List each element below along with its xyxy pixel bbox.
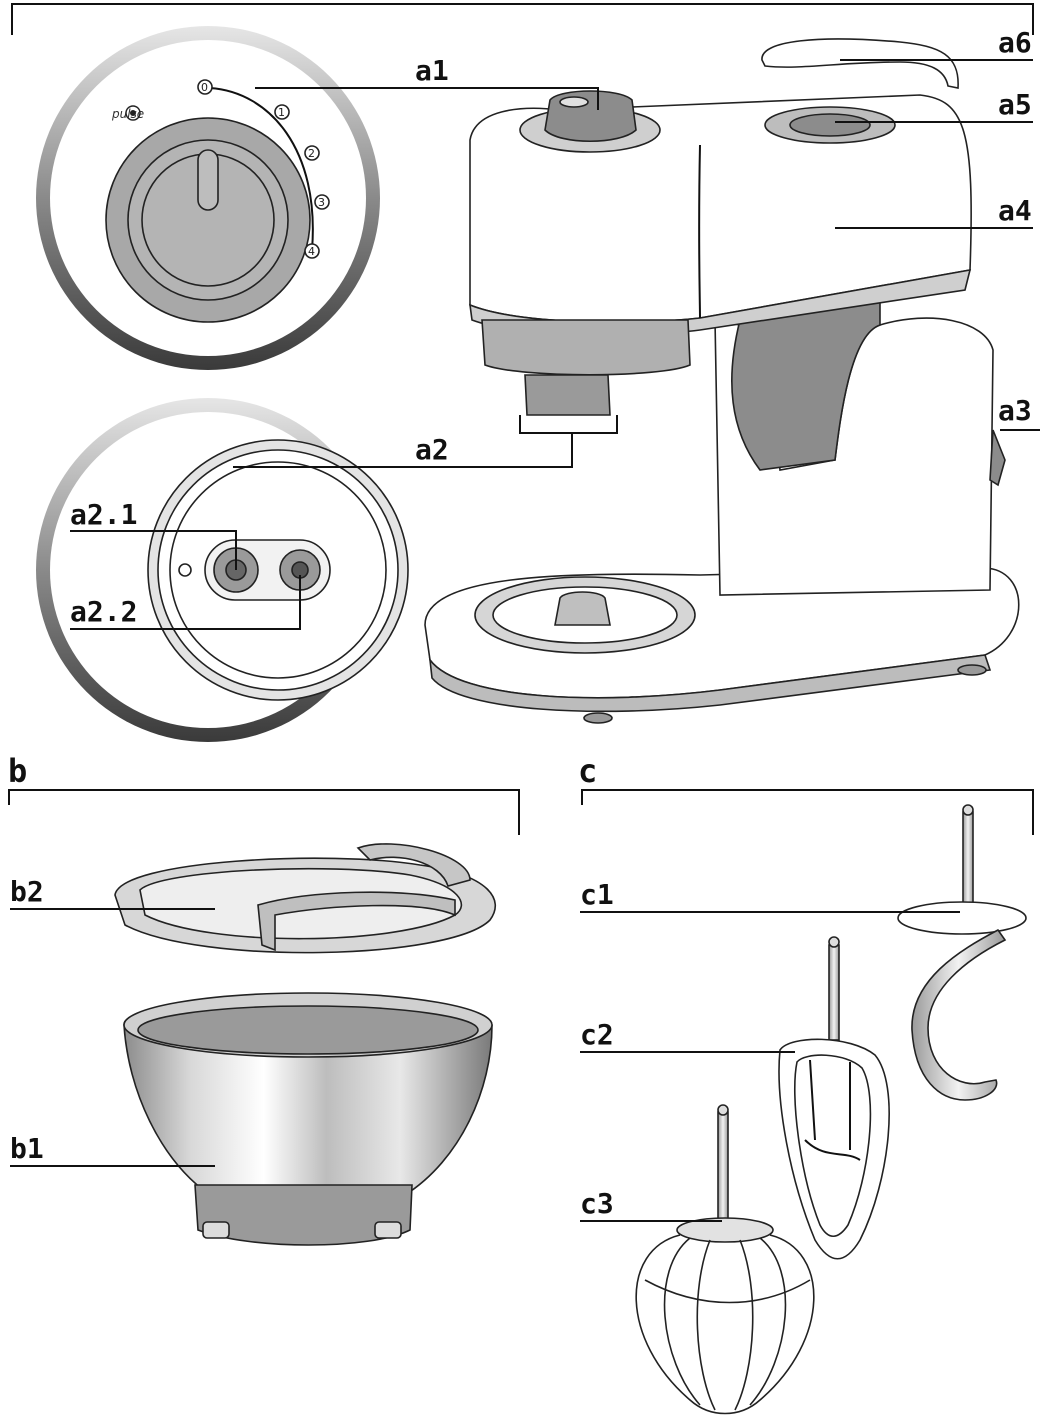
- label-a3: a3: [998, 394, 1032, 427]
- dough-hook: [897, 804, 1027, 1101]
- label-a1: a1: [415, 54, 449, 87]
- label-a2-1: a2.1: [70, 498, 137, 531]
- speed-knob: [544, 90, 637, 142]
- flat-beater: [778, 936, 890, 1260]
- speed-marks: 0 1 2 3 4: [197, 79, 330, 259]
- label-b1: b1: [10, 1132, 44, 1165]
- tilt-lever: [989, 429, 1006, 487]
- mixing-bowl: [123, 992, 493, 1246]
- outlet-detail: [36, 398, 409, 742]
- label-c3: c3: [580, 1187, 614, 1220]
- mixer-body: [424, 38, 1020, 724]
- dial-knob-indicator: [197, 149, 219, 211]
- section-b-title: b: [8, 752, 27, 790]
- label-a5: a5: [998, 88, 1032, 121]
- speed-0: 0: [201, 81, 208, 94]
- dial-detail: pulse 0 1 2 3 4: [36, 26, 380, 370]
- label-a2: a2: [415, 433, 449, 466]
- label-a2-2: a2.2: [70, 595, 137, 628]
- balloon-whisk: [635, 1104, 815, 1415]
- screw-icon: [178, 563, 192, 577]
- splash-guard: [114, 843, 497, 954]
- label-a6: a6: [998, 26, 1032, 59]
- outlet-cover: [761, 38, 959, 89]
- section-c-title: c: [578, 752, 597, 790]
- speed-1: 1: [278, 106, 285, 119]
- speed-2: 2: [308, 147, 315, 160]
- section-c-bracket: [581, 789, 1034, 835]
- pulse-label: pulse: [111, 107, 144, 121]
- label-c1: c1: [580, 878, 614, 911]
- label-a4: a4: [998, 194, 1032, 227]
- section-b-bracket: [8, 789, 520, 835]
- pulse-icon: [125, 105, 141, 121]
- leader-lines: [10, 59, 1040, 1222]
- speed-3: 3: [318, 196, 325, 209]
- part-labels: a1 a2 a2.1 a2.2 a3 a4 a5 a6 b2 b1 c1 c2 …: [10, 26, 1032, 1220]
- speed-4: 4: [308, 245, 315, 258]
- label-c2: c2: [580, 1018, 614, 1051]
- label-b2: b2: [10, 875, 44, 908]
- section-a-bracket: [11, 3, 1034, 35]
